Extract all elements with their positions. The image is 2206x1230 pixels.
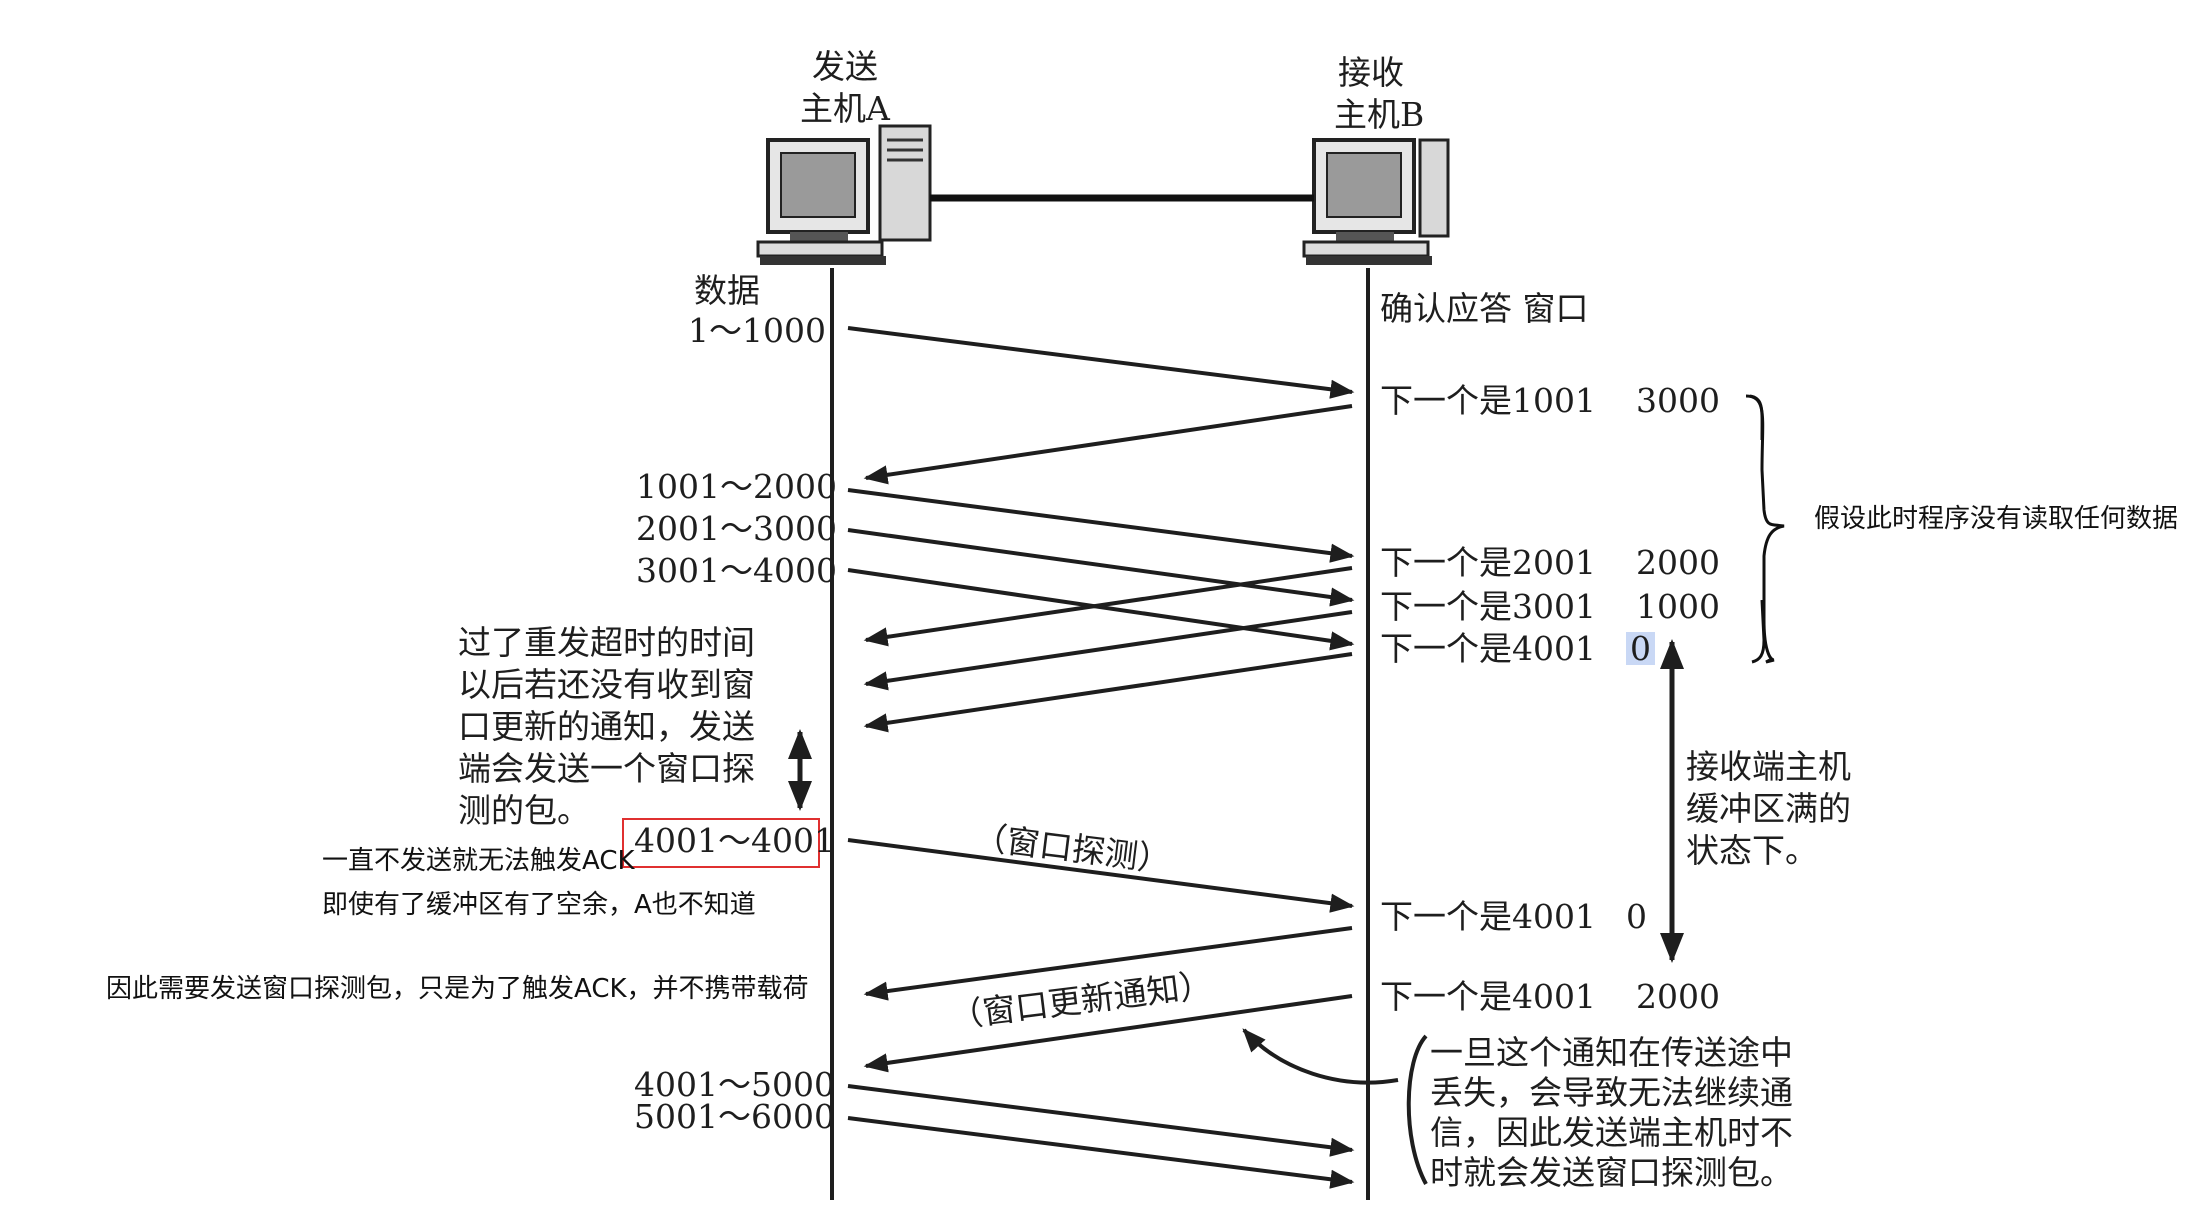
window-value: 2000: [1636, 977, 1720, 1016]
timeout-annotation-line: 口更新的通知，发送: [458, 707, 755, 746]
arrow-data: [847, 488, 1355, 563]
ack-label: 下一个是1001: [1380, 381, 1596, 420]
arrow-data: [847, 326, 1355, 399]
window-value: 1000: [1636, 587, 1720, 626]
note-line: 因此需要发送窗口探测包，只是为了触发ACK，并不携带载荷: [106, 974, 809, 1004]
arrow-ack: [863, 566, 1353, 647]
timeout-annotation-line: 以后若还没有收到窗: [458, 665, 755, 704]
segment-label: 4001～5000: [634, 1065, 835, 1104]
lost-annotation-line: 一旦这个通知在传送途中: [1430, 1033, 1793, 1072]
segment-label: 2001～3000: [636, 509, 837, 548]
ack-label: 下一个是4001: [1380, 897, 1596, 936]
receiver-host-label-2: 主机B: [1334, 95, 1425, 134]
arrow-data: [847, 528, 1355, 607]
arrow-ack: [863, 926, 1353, 1001]
window-value: 3000: [1636, 381, 1720, 420]
arrow-data: [847, 1084, 1355, 1157]
timeout-annotation-line: 过了重发超时的时间: [458, 623, 755, 662]
arrow-ack: [863, 652, 1353, 733]
ack-label: 下一个是3001: [1380, 587, 1596, 626]
buffer-full-annotation-line: 缓冲区满的: [1686, 789, 1851, 828]
buffer-full-annotation-line: 状态下。: [1686, 831, 1818, 870]
lost-annotation-line: 丢失，会导致无法继续通: [1430, 1073, 1793, 1112]
probe-segment-label: 4001～4001: [634, 821, 835, 860]
window-value-zero: 0: [1626, 632, 1655, 665]
note-line: 即使有了缓冲区有了空余，A也不知道: [322, 890, 756, 920]
sender-host-label-2: 主机A: [800, 89, 890, 128]
bracket: [1406, 1034, 1428, 1185]
segment-label: 3001～4000: [636, 551, 837, 590]
window-value: 2000: [1636, 543, 1720, 582]
curly-brace: [1745, 394, 1785, 664]
pointer-arrow: [1242, 1028, 1399, 1085]
computer-icon: [756, 124, 932, 265]
assumption-note: 假设此时程序没有读取任何数据: [1814, 504, 2179, 534]
highlight-box: [622, 818, 820, 868]
buffer-full-annotation-line: 接收端主机: [1686, 747, 1851, 786]
lost-annotation-line: 时就会发送窗口探测包。: [1430, 1153, 1793, 1192]
ack-window-header: 确认应答 窗口: [1380, 289, 1589, 328]
arrow-ack: [863, 610, 1353, 691]
arrow-update: [863, 994, 1353, 1073]
ack-label: 下一个是2001: [1380, 543, 1596, 582]
computer-icon: [1302, 138, 1450, 265]
arrow-data: [847, 1116, 1355, 1189]
note-line: 一直不发送就无法触发ACK: [322, 846, 635, 876]
ack-label: 下一个是4001: [1380, 629, 1596, 668]
arrow-probe: [847, 838, 1355, 913]
timeout-annotation-line: 测的包。: [458, 791, 590, 830]
receiver-host-label-1: 接收: [1338, 53, 1404, 92]
lost-annotation-line: 信，因此发送端主机时不: [1430, 1113, 1793, 1152]
arrow-ack: [863, 404, 1353, 485]
segment-label: 5001～6000: [634, 1097, 835, 1136]
sender-host-label-1: 发送: [812, 47, 878, 86]
data-range-1: 1～1000: [688, 311, 826, 350]
window-value: 0: [1626, 897, 1647, 936]
timeout-annotation-line: 端会发送一个窗口探: [458, 749, 755, 788]
data-header: 数据: [694, 271, 760, 310]
segment-label: 1001～2000: [636, 467, 837, 506]
ack-label: 下一个是4001: [1380, 977, 1596, 1016]
